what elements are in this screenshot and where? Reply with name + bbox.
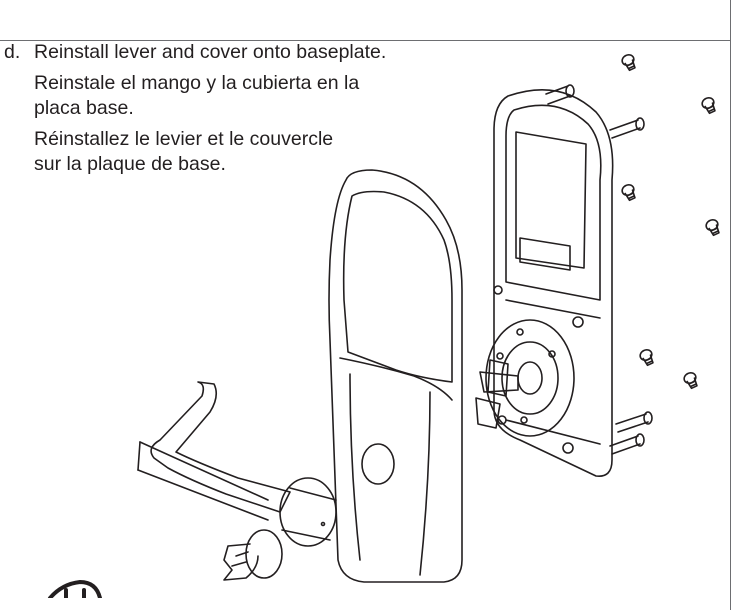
screw-icon bbox=[705, 219, 720, 237]
step-panel bbox=[0, 40, 731, 610]
mounting-bolts bbox=[545, 84, 653, 455]
screw-icon bbox=[701, 97, 716, 115]
step-marker: d. bbox=[4, 41, 21, 63]
screw-icon bbox=[639, 349, 654, 367]
instruction-french: Réinstallez le levier et le couvercle su… bbox=[34, 128, 334, 175]
screw-icon bbox=[621, 184, 636, 202]
cover bbox=[328, 169, 463, 583]
key-icon bbox=[223, 529, 283, 581]
lever bbox=[137, 381, 337, 547]
baseplate bbox=[493, 89, 614, 477]
previous-step-box bbox=[0, 0, 731, 41]
screw-icon bbox=[621, 54, 636, 72]
step-instructions: d. Reinstall lever and cover onto basepl… bbox=[4, 40, 464, 177]
instruction-english: Reinstall lever and cover onto baseplate… bbox=[34, 41, 387, 63]
screw-icon bbox=[683, 372, 698, 390]
logo-fragment bbox=[48, 580, 102, 598]
instruction-spanish: Reinstale el mango y la cubierta en la p… bbox=[34, 72, 360, 119]
spindle-mechanism bbox=[475, 319, 575, 437]
step-english-line: d. Reinstall lever and cover onto basepl… bbox=[4, 40, 464, 65]
